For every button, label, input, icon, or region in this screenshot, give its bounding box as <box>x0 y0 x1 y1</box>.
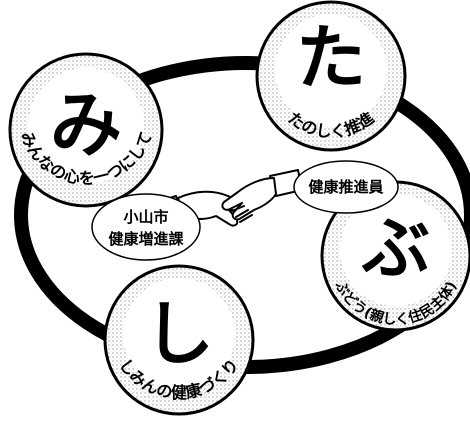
station-shi-char: し <box>144 293 214 375</box>
label-health-promoter: 健康推進員 <box>293 160 399 214</box>
station-shi-inner-disc <box>123 278 235 390</box>
station-ta-char: た <box>296 17 366 99</box>
station-mi: み みんなの心を一つにして <box>8 52 164 208</box>
label-city: 小山市 <box>123 208 168 226</box>
label-city-dept-oval <box>91 193 201 261</box>
label-health-promoter-text: 健康推進員 <box>308 178 383 196</box>
station-shi: し しみんの健康づくり <box>103 264 255 416</box>
label-health-promoter-oval <box>293 160 399 214</box>
station-ta: た たのしく推進 <box>255 0 407 152</box>
label-city-dept: 小山市 健康増進課 <box>91 193 201 261</box>
station-mi-char: み <box>50 83 122 167</box>
station-mi-inner-disc <box>28 68 144 184</box>
label-dept: 健康増進課 <box>108 230 184 248</box>
station-bu-char: ぶ <box>361 210 430 289</box>
station-ta-inner-disc <box>275 14 387 126</box>
station-bu-inner-disc <box>340 194 452 306</box>
